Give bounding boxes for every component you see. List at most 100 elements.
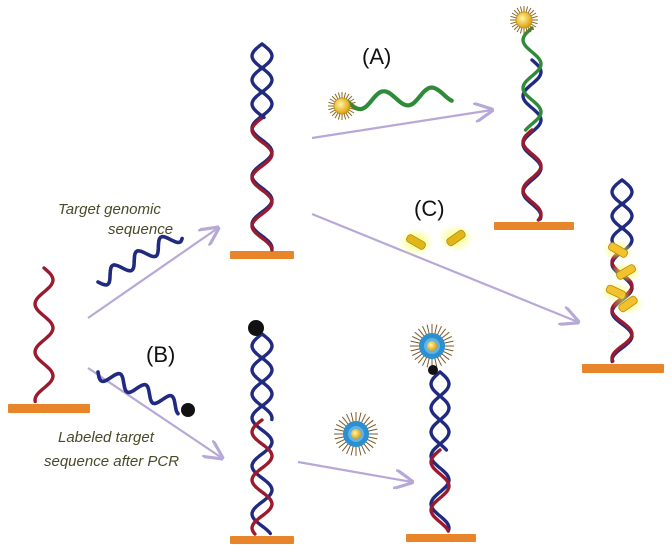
gold-nanorod-icon xyxy=(608,242,628,258)
surface-labeled xyxy=(230,536,294,544)
spike xyxy=(436,325,442,336)
strand-segment xyxy=(429,370,451,533)
spike xyxy=(350,412,354,423)
spike xyxy=(346,413,352,424)
a-strand-green xyxy=(521,26,543,132)
panel-label-a: (A) xyxy=(362,44,391,69)
labeled-label-line2: sequence after PCR xyxy=(44,453,179,470)
strand-segment xyxy=(250,332,274,536)
strand-segment xyxy=(250,42,274,120)
green-probe-strand xyxy=(345,85,454,112)
spike xyxy=(441,353,450,361)
spike xyxy=(411,336,422,342)
surface-method-b xyxy=(406,534,476,542)
spike xyxy=(410,340,421,344)
spike xyxy=(414,331,423,339)
quantum-dot-icon xyxy=(410,324,454,368)
arrow-method-a xyxy=(311,110,492,140)
surface-probe xyxy=(8,404,90,413)
spike xyxy=(365,441,374,449)
sensor-surfaces xyxy=(8,222,664,544)
strand-segment xyxy=(250,332,274,422)
labeled-strand-blue-2 xyxy=(250,332,274,422)
b-strand-blue xyxy=(429,370,451,533)
spike xyxy=(422,356,428,367)
gold-nanorod-icon xyxy=(616,264,636,280)
spike xyxy=(363,443,371,452)
panel-label-b: (B) xyxy=(146,342,175,367)
spike xyxy=(366,424,377,430)
capture-strand-red xyxy=(250,116,274,252)
spike xyxy=(426,324,430,335)
spike xyxy=(411,350,422,356)
strand-segment xyxy=(429,448,451,533)
spike xyxy=(341,416,349,425)
labeled-label-line1: Labeled target xyxy=(58,429,155,446)
capture-strand-blue-2 xyxy=(250,42,274,120)
gold-nanorod-pair xyxy=(398,224,474,256)
spike xyxy=(417,355,425,364)
strand-segment xyxy=(345,85,454,112)
spike xyxy=(443,340,454,344)
spike xyxy=(417,328,425,337)
strand-segment xyxy=(521,128,543,222)
labeled-strand-blue xyxy=(250,332,274,536)
spike xyxy=(441,331,450,339)
spike xyxy=(346,444,352,455)
spike xyxy=(334,436,345,440)
target-label-line2: sequence xyxy=(108,221,173,238)
spike xyxy=(436,356,442,367)
bound-nanorods xyxy=(600,240,644,314)
arrow-method-b xyxy=(297,460,412,482)
surface-capture xyxy=(230,251,294,259)
spike xyxy=(367,428,378,432)
strand-segment xyxy=(250,418,274,536)
b-strand-red xyxy=(429,448,451,533)
spike xyxy=(338,419,347,427)
strand-segment xyxy=(33,266,55,404)
c-strand-blue-2 xyxy=(610,178,634,251)
spike xyxy=(335,438,346,444)
probe-strand xyxy=(33,266,55,404)
spike xyxy=(434,357,438,368)
spike xyxy=(350,445,354,456)
spike xyxy=(366,438,377,444)
arrow-to-capture xyxy=(87,228,218,319)
spike xyxy=(360,413,366,424)
strand-segment xyxy=(96,234,184,287)
spike xyxy=(422,325,428,336)
surface-method-a xyxy=(494,222,574,230)
quantum-dot-spikes xyxy=(410,324,454,368)
gold-nanorod-icon xyxy=(446,229,466,247)
target-free-strand xyxy=(96,234,184,287)
surface-method-c xyxy=(582,364,664,373)
quantum-dot-spikes xyxy=(334,412,378,456)
spike xyxy=(341,443,349,452)
labeled-free-strand xyxy=(96,370,180,416)
target-label-line1: Target genomic xyxy=(58,201,161,218)
spike xyxy=(360,444,366,455)
a-strand-red xyxy=(521,128,543,222)
gold-nanoparticle-icon xyxy=(510,6,538,34)
gold-nanorod-icon xyxy=(406,234,426,250)
spike xyxy=(358,445,362,456)
spike xyxy=(434,324,438,335)
panel-label-c: (C) xyxy=(414,196,445,221)
spike xyxy=(439,328,447,337)
spike xyxy=(365,419,374,427)
strand-segment xyxy=(521,26,543,132)
spike xyxy=(338,441,347,449)
spike xyxy=(410,348,421,352)
spike xyxy=(442,350,453,356)
arrow-to-labeled xyxy=(87,367,222,458)
strand-segment xyxy=(610,178,634,251)
spike xyxy=(414,353,423,361)
gold-nanoparticle-icon xyxy=(328,92,356,120)
process-arrows xyxy=(87,110,578,482)
spike xyxy=(335,424,346,430)
spike xyxy=(363,416,371,425)
label-dot-icon xyxy=(428,365,438,375)
quantum-dot-icon xyxy=(334,412,378,456)
spike xyxy=(334,428,345,432)
